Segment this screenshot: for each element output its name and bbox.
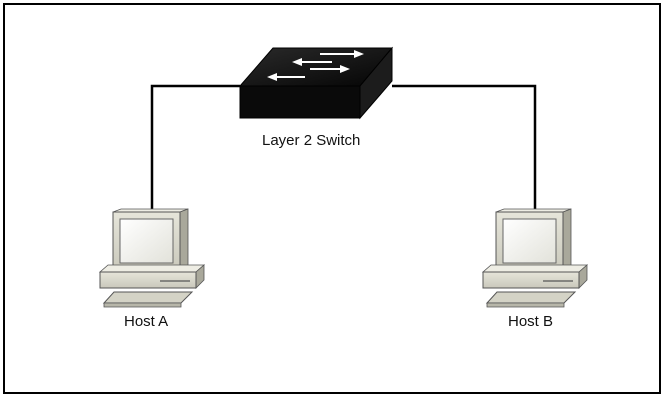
- host-a-label: Host A: [124, 313, 169, 330]
- switch-arrows: [267, 50, 364, 81]
- host-b-label: Host B: [508, 313, 554, 330]
- link-switch-host-b: [392, 84, 537, 212]
- host-a-computer-icon: [98, 208, 206, 308]
- switch-icon: [238, 46, 394, 120]
- host-b-computer-icon: [481, 208, 589, 308]
- switch-label: Layer 2 Switch: [262, 132, 361, 149]
- link-switch-host-a: [150, 84, 240, 212]
